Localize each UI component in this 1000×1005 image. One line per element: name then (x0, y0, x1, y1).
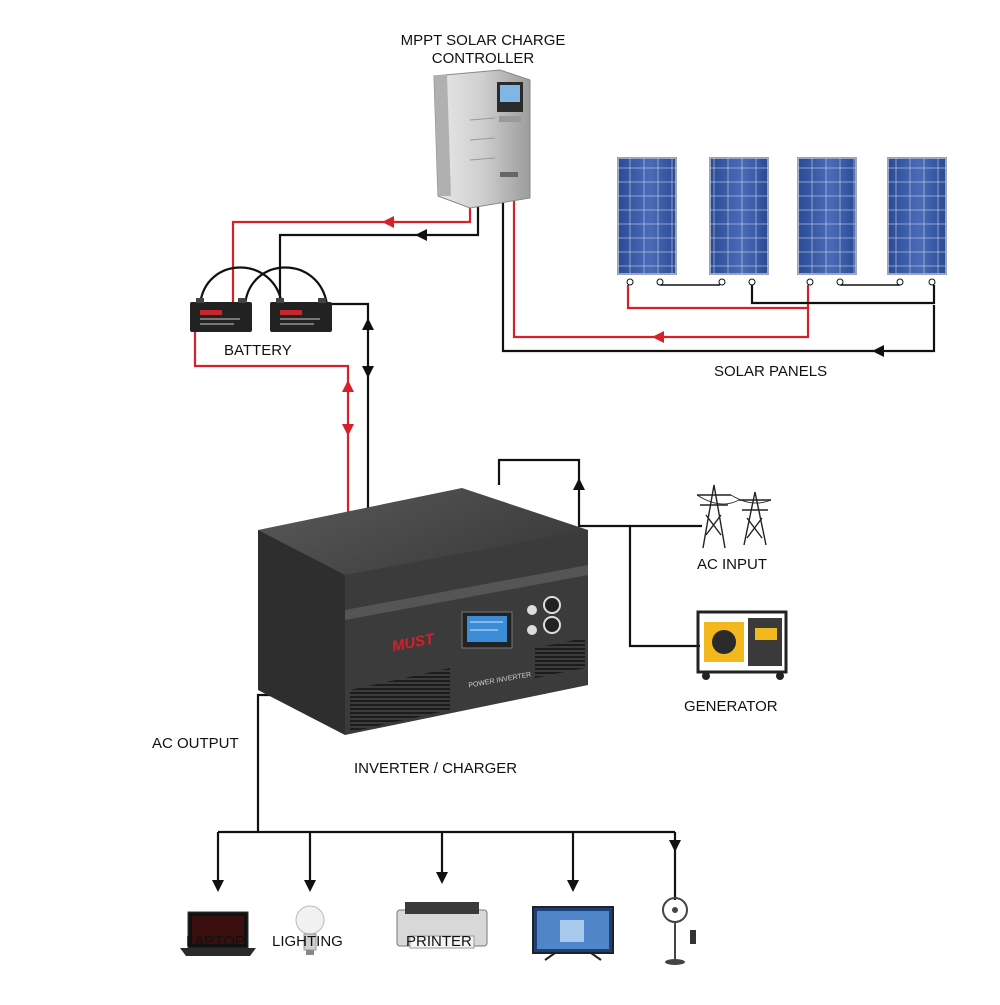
generator-icon (696, 610, 788, 680)
load-label-laptop: LAPTOP (186, 933, 245, 950)
wire-solar-negative (501, 198, 936, 353)
flow-arrows (212, 216, 884, 892)
wire-controller-battery-negative (278, 205, 480, 305)
wire-battery-link-2 (243, 266, 329, 306)
wire-battery-inverter-positive (193, 330, 350, 513)
wire-panels-pos-link (626, 285, 810, 310)
arrow-red-down (342, 424, 354, 436)
laptop-icon (180, 911, 256, 956)
wiring (193, 198, 936, 900)
solar-panel-icon (797, 157, 857, 286)
generator-label: GENERATOR (684, 698, 778, 715)
arrow-black-down (362, 366, 374, 378)
inverter-icon: MUST POWER INVERTER (258, 488, 588, 735)
arrow-down (304, 880, 316, 892)
wire-generator (628, 526, 700, 648)
power-pylon-icon (696, 484, 772, 549)
tv-icon (532, 906, 614, 961)
wire-battery-link-1 (198, 266, 284, 306)
wire-panels-neg-link (750, 285, 936, 305)
arrow-red-up (342, 380, 354, 392)
battery-icon (270, 298, 332, 332)
wire-ac-input (497, 458, 702, 528)
battery-label: BATTERY (224, 342, 292, 359)
solar-panel-array (617, 157, 947, 286)
arrow-down (669, 840, 681, 852)
controller-label: MPPT SOLAR CHARGE CONTROLLER (380, 32, 586, 68)
controller-label-line-2: CONTROLLER (431, 50, 535, 67)
load-label-printer: PRINTER (406, 933, 472, 950)
fan-icon (662, 897, 696, 965)
arrow-red-left (382, 216, 394, 228)
arrow-black-left (872, 345, 884, 357)
ac-output-label: AC OUTPUT (152, 735, 239, 752)
controller-label-line-1: MPPT SOLAR CHARGE (400, 32, 566, 49)
solar-panel-icon (887, 157, 947, 286)
battery-icon (190, 298, 252, 332)
solar-panels-label: SOLAR PANELS (714, 363, 828, 380)
wire-battery-inverter-negative (330, 302, 370, 510)
arrow-down (436, 872, 448, 884)
arrow-black-left (415, 229, 427, 241)
solar-panel-icon (709, 157, 769, 286)
arrow-black-up (362, 318, 374, 330)
arrow-down (212, 880, 224, 892)
battery-bank (190, 298, 332, 332)
ac-input-label: AC INPUT (697, 556, 768, 573)
wire-controller-battery-positive (231, 205, 472, 303)
solar-charge-controller-icon (433, 69, 531, 209)
arrow-black-up (573, 478, 585, 490)
arrow-red-left (652, 331, 664, 343)
load-label-lighting: LIGHTING (272, 933, 343, 950)
light-bulb-icon (295, 905, 325, 955)
inverter-label: INVERTER / CHARGER (354, 760, 518, 777)
printer-icon (396, 902, 488, 949)
arrow-down (567, 880, 579, 892)
solar-panel-icon (617, 157, 677, 286)
